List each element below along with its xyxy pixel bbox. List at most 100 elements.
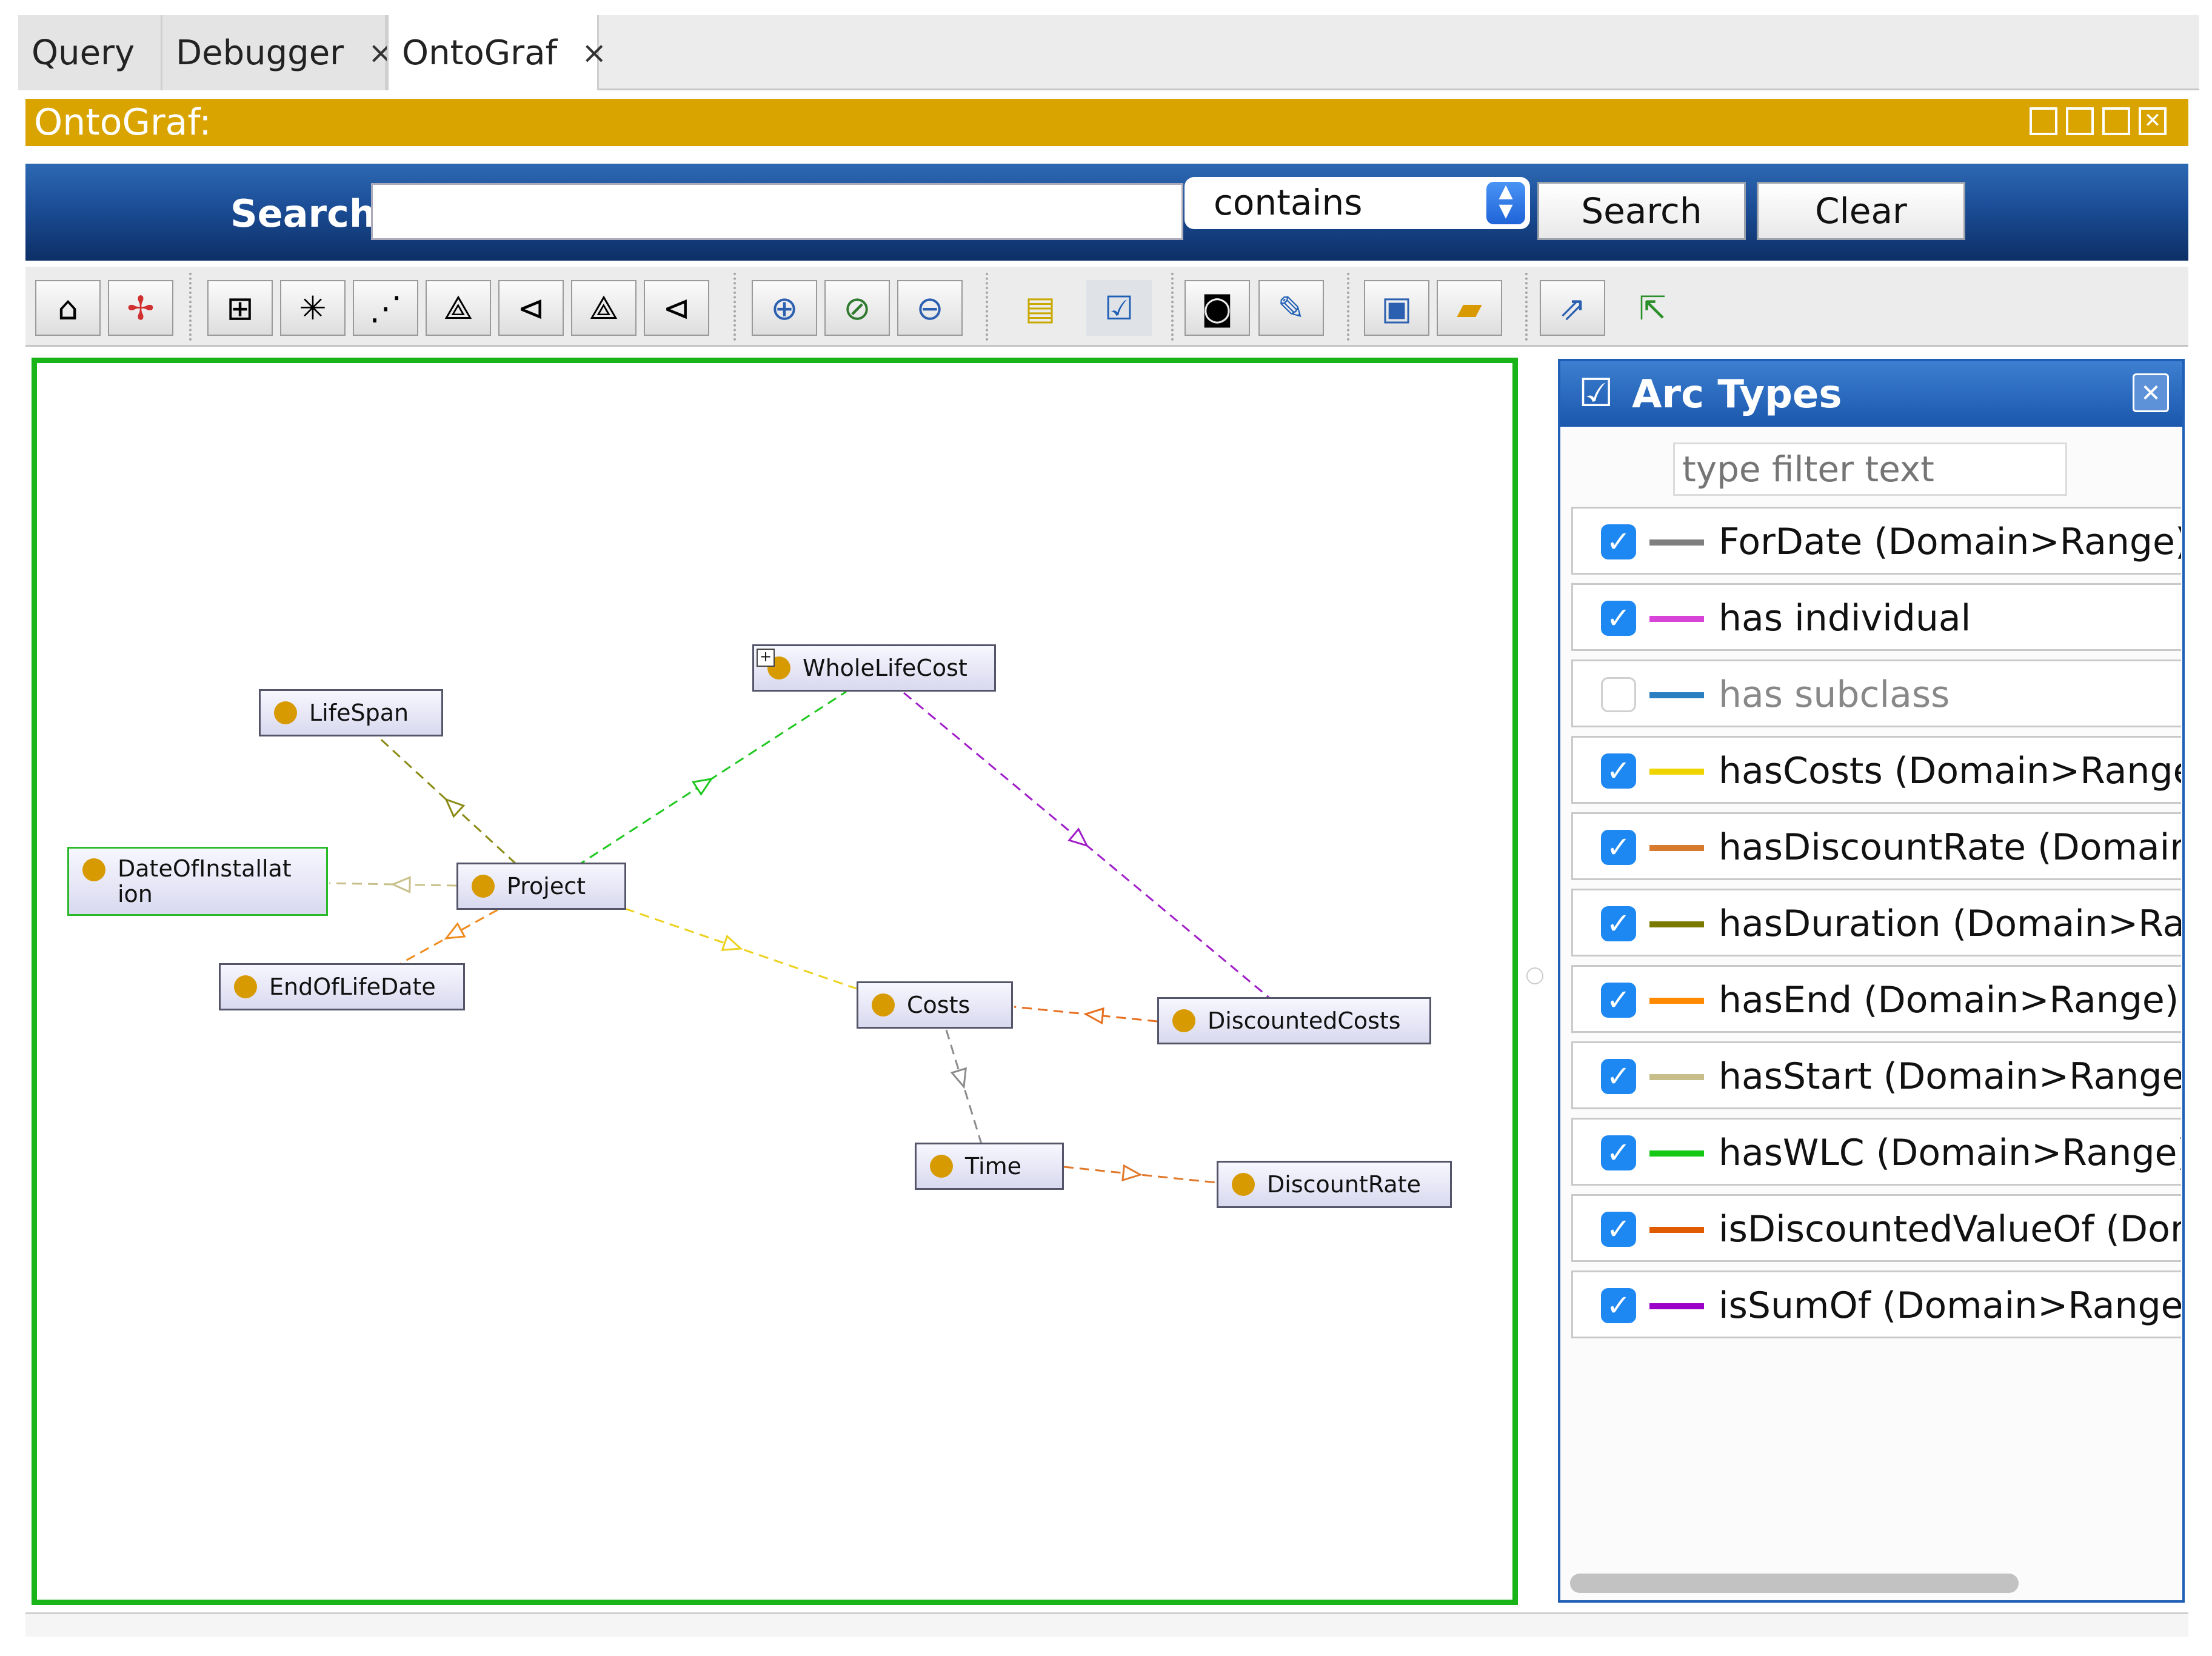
horizontal-tree-alt-icon[interactable]: ⊲ [644, 280, 709, 336]
node-wholelifecost[interactable]: + WholeLifeCost [752, 644, 996, 692]
home-icon[interactable]: ⌂ [35, 280, 101, 336]
split-view-icon[interactable] [2030, 107, 2057, 135]
radial-layout-icon[interactable]: ✳ [280, 280, 346, 336]
close-view-icon[interactable]: ✕ [2139, 107, 2167, 135]
edge-hasCosts[interactable] [624, 907, 857, 990]
arrowhead-icon [390, 876, 411, 893]
node-dateofinstallation[interactable]: DateOfInstallat ion [67, 847, 328, 916]
search-button[interactable]: Search [1537, 182, 1746, 240]
graph-toolbar: ⌂ ✢ ⊞ ✳ ⋰ ⟁ ⊲ ⟁ ⊲ ⊕ ⊘ ⊖ ▤ ☑ ◙ ✎ ▣ ▰ ⇗ ⇱ [25, 267, 2188, 347]
arc-type-label: isDiscountedValueOf (Doma [1719, 1208, 2181, 1250]
clear-button[interactable]: Clear [1757, 182, 1965, 240]
arc-type-row[interactable]: ✓ hasWLC (Domain>Range) [1571, 1118, 2181, 1186]
arc-color-swatch [1649, 1303, 1704, 1309]
tab-label: Query [32, 33, 135, 73]
arrowhead-icon [950, 1067, 967, 1089]
node-endoflifedate[interactable]: EndOfLifeDate [219, 963, 465, 1010]
match-mode-value: contains [1214, 182, 1363, 223]
checkbox-checked[interactable]: ✓ [1601, 830, 1636, 865]
vertical-tree-icon[interactable]: ⟁ [426, 280, 491, 336]
view-title-bar: OntoGraf: ✕ [25, 99, 2188, 146]
edge-hasEnd[interactable] [394, 909, 498, 968]
edge-hasDiscountRate[interactable] [1063, 1166, 1217, 1184]
graph-canvas[interactable]: + WholeLifeCost LifeSpan DateOfInstallat… [32, 358, 1518, 1605]
tab-debugger[interactable]: Debugger × [162, 15, 393, 90]
arc-type-row[interactable]: ✓isSumOf (Domain>Range) [1571, 1270, 2181, 1338]
expand-icon[interactable]: + [757, 649, 775, 667]
edit-note-icon[interactable]: ✎ [1258, 280, 1324, 336]
checkbox-checked[interactable]: ✓ [1601, 906, 1636, 941]
arc-type-label: hasDiscountRate (Domain> [1719, 826, 2181, 869]
arc-type-row[interactable]: ✓hasDuration (Domain>Rang [1571, 889, 2181, 957]
node-filter-icon[interactable]: ▤ [1024, 289, 1056, 327]
node-discountedcosts[interactable]: DiscountedCosts [1157, 997, 1431, 1044]
search-label: Search: [230, 192, 391, 236]
close-panel-icon[interactable]: ✕ [2133, 373, 2169, 412]
node-costs[interactable]: Costs [857, 981, 1013, 1029]
arc-type-label: has subclass [1719, 673, 1950, 716]
horizontal-scrollbar[interactable] [1570, 1574, 2019, 1593]
checkbox-unchecked[interactable]: ✓ [1601, 677, 1636, 712]
open-folder-icon[interactable]: ▰ [1437, 280, 1502, 336]
zoom-in-icon[interactable]: ⊕ [752, 280, 817, 336]
vertical-tree-alt-icon[interactable]: ⟁ [571, 280, 637, 336]
node-label: Costs [907, 992, 971, 1018]
maximize-icon[interactable] [2102, 107, 2130, 135]
spring-layout-icon[interactable]: ⋰ [353, 280, 418, 336]
tab-strip: Query × Debugger × OntoGraf × [18, 15, 2199, 90]
checkbox-checked[interactable]: ✓ [1601, 1212, 1636, 1247]
match-mode-select[interactable]: contains ▲▼ [1185, 177, 1530, 229]
tab-ontograf[interactable]: OntoGraf × [387, 15, 607, 90]
node-time[interactable]: Time [915, 1143, 1064, 1190]
search-input[interactable] [371, 183, 1183, 240]
arc-type-row[interactable]: ✓ has subclass [1571, 659, 2181, 727]
arc-types-panel: ☑ Arc Types ✕ ✓ForDate (Domain>Range)✓ha… [1558, 359, 2185, 1603]
checkbox-checked[interactable]: ✓ [1601, 524, 1636, 559]
grid-layout-icon[interactable]: ⊞ [207, 280, 273, 336]
arc-color-swatch [1649, 998, 1704, 1004]
node-label: DateOfInstallat ion [118, 855, 292, 907]
class-icon [1232, 1173, 1255, 1196]
close-icon[interactable]: × [581, 35, 607, 70]
checkbox-checked[interactable]: ✓ [1601, 1059, 1636, 1094]
arc-filter-input[interactable] [1673, 442, 2067, 496]
checkbox-checked[interactable]: ✓ [1601, 601, 1636, 636]
save-icon[interactable]: ▣ [1364, 280, 1429, 336]
arc-type-label: hasCosts (Domain>Range) [1719, 750, 2181, 792]
arc-type-row[interactable]: ✓hasStart (Domain>Range) [1571, 1041, 2181, 1109]
edge-ForDate[interactable] [945, 1029, 983, 1144]
arc-filter-icon[interactable]: ☑ [1086, 280, 1152, 336]
arc-type-label: hasWLC (Domain>Range) [1719, 1132, 2181, 1174]
checkbox-checked[interactable]: ✓ [1601, 1288, 1636, 1323]
horizontal-tree-icon[interactable]: ⊲ [498, 280, 564, 336]
arc-type-row[interactable]: ✓ hasCosts (Domain>Range) [1571, 736, 2181, 804]
arc-type-label: ForDate (Domain>Range) [1719, 521, 2181, 563]
arc-color-swatch [1649, 769, 1704, 775]
split-pane-handle[interactable] [1526, 967, 1543, 984]
arc-type-row[interactable]: ✓ ForDate (Domain>Range) [1571, 507, 2181, 575]
node-discountrate[interactable]: DiscountRate [1217, 1161, 1452, 1208]
arc-type-row[interactable]: ✓ isDiscountedValueOf (Doma [1571, 1194, 2181, 1262]
arc-type-row[interactable]: ✓ hasDiscountRate (Domain> [1571, 812, 2181, 880]
checkbox-checked[interactable]: ✓ [1601, 753, 1636, 789]
arc-type-row[interactable]: ✓hasEnd (Domain>Range) [1571, 965, 2181, 1033]
checkbox-checked[interactable]: ✓ [1601, 983, 1636, 1018]
node-lifespan[interactable]: LifeSpan [259, 689, 443, 736]
arc-type-row[interactable]: ✓has individual [1571, 583, 2181, 651]
arrowhead-icon [444, 798, 466, 818]
class-icon [1172, 1009, 1195, 1032]
zoom-reset-icon[interactable]: ⊘ [824, 280, 890, 336]
arc-color-swatch [1649, 921, 1704, 927]
minimize-icon[interactable] [2066, 107, 2094, 135]
export-icon[interactable]: ⇗ [1540, 280, 1605, 336]
class-icon [82, 858, 105, 881]
checkbox-checked[interactable]: ✓ [1601, 1135, 1636, 1170]
pin-icon[interactable]: ⇱ [1639, 289, 1666, 327]
tab-query[interactable]: Query × [18, 15, 184, 90]
zoom-out-icon[interactable]: ⊖ [897, 280, 963, 336]
camera-icon[interactable]: ◙ [1185, 280, 1250, 336]
node-project[interactable]: Project [456, 863, 626, 910]
class-icon [472, 875, 495, 898]
graph-layout-icon[interactable]: ✢ [108, 280, 173, 336]
arc-color-swatch [1649, 845, 1704, 851]
